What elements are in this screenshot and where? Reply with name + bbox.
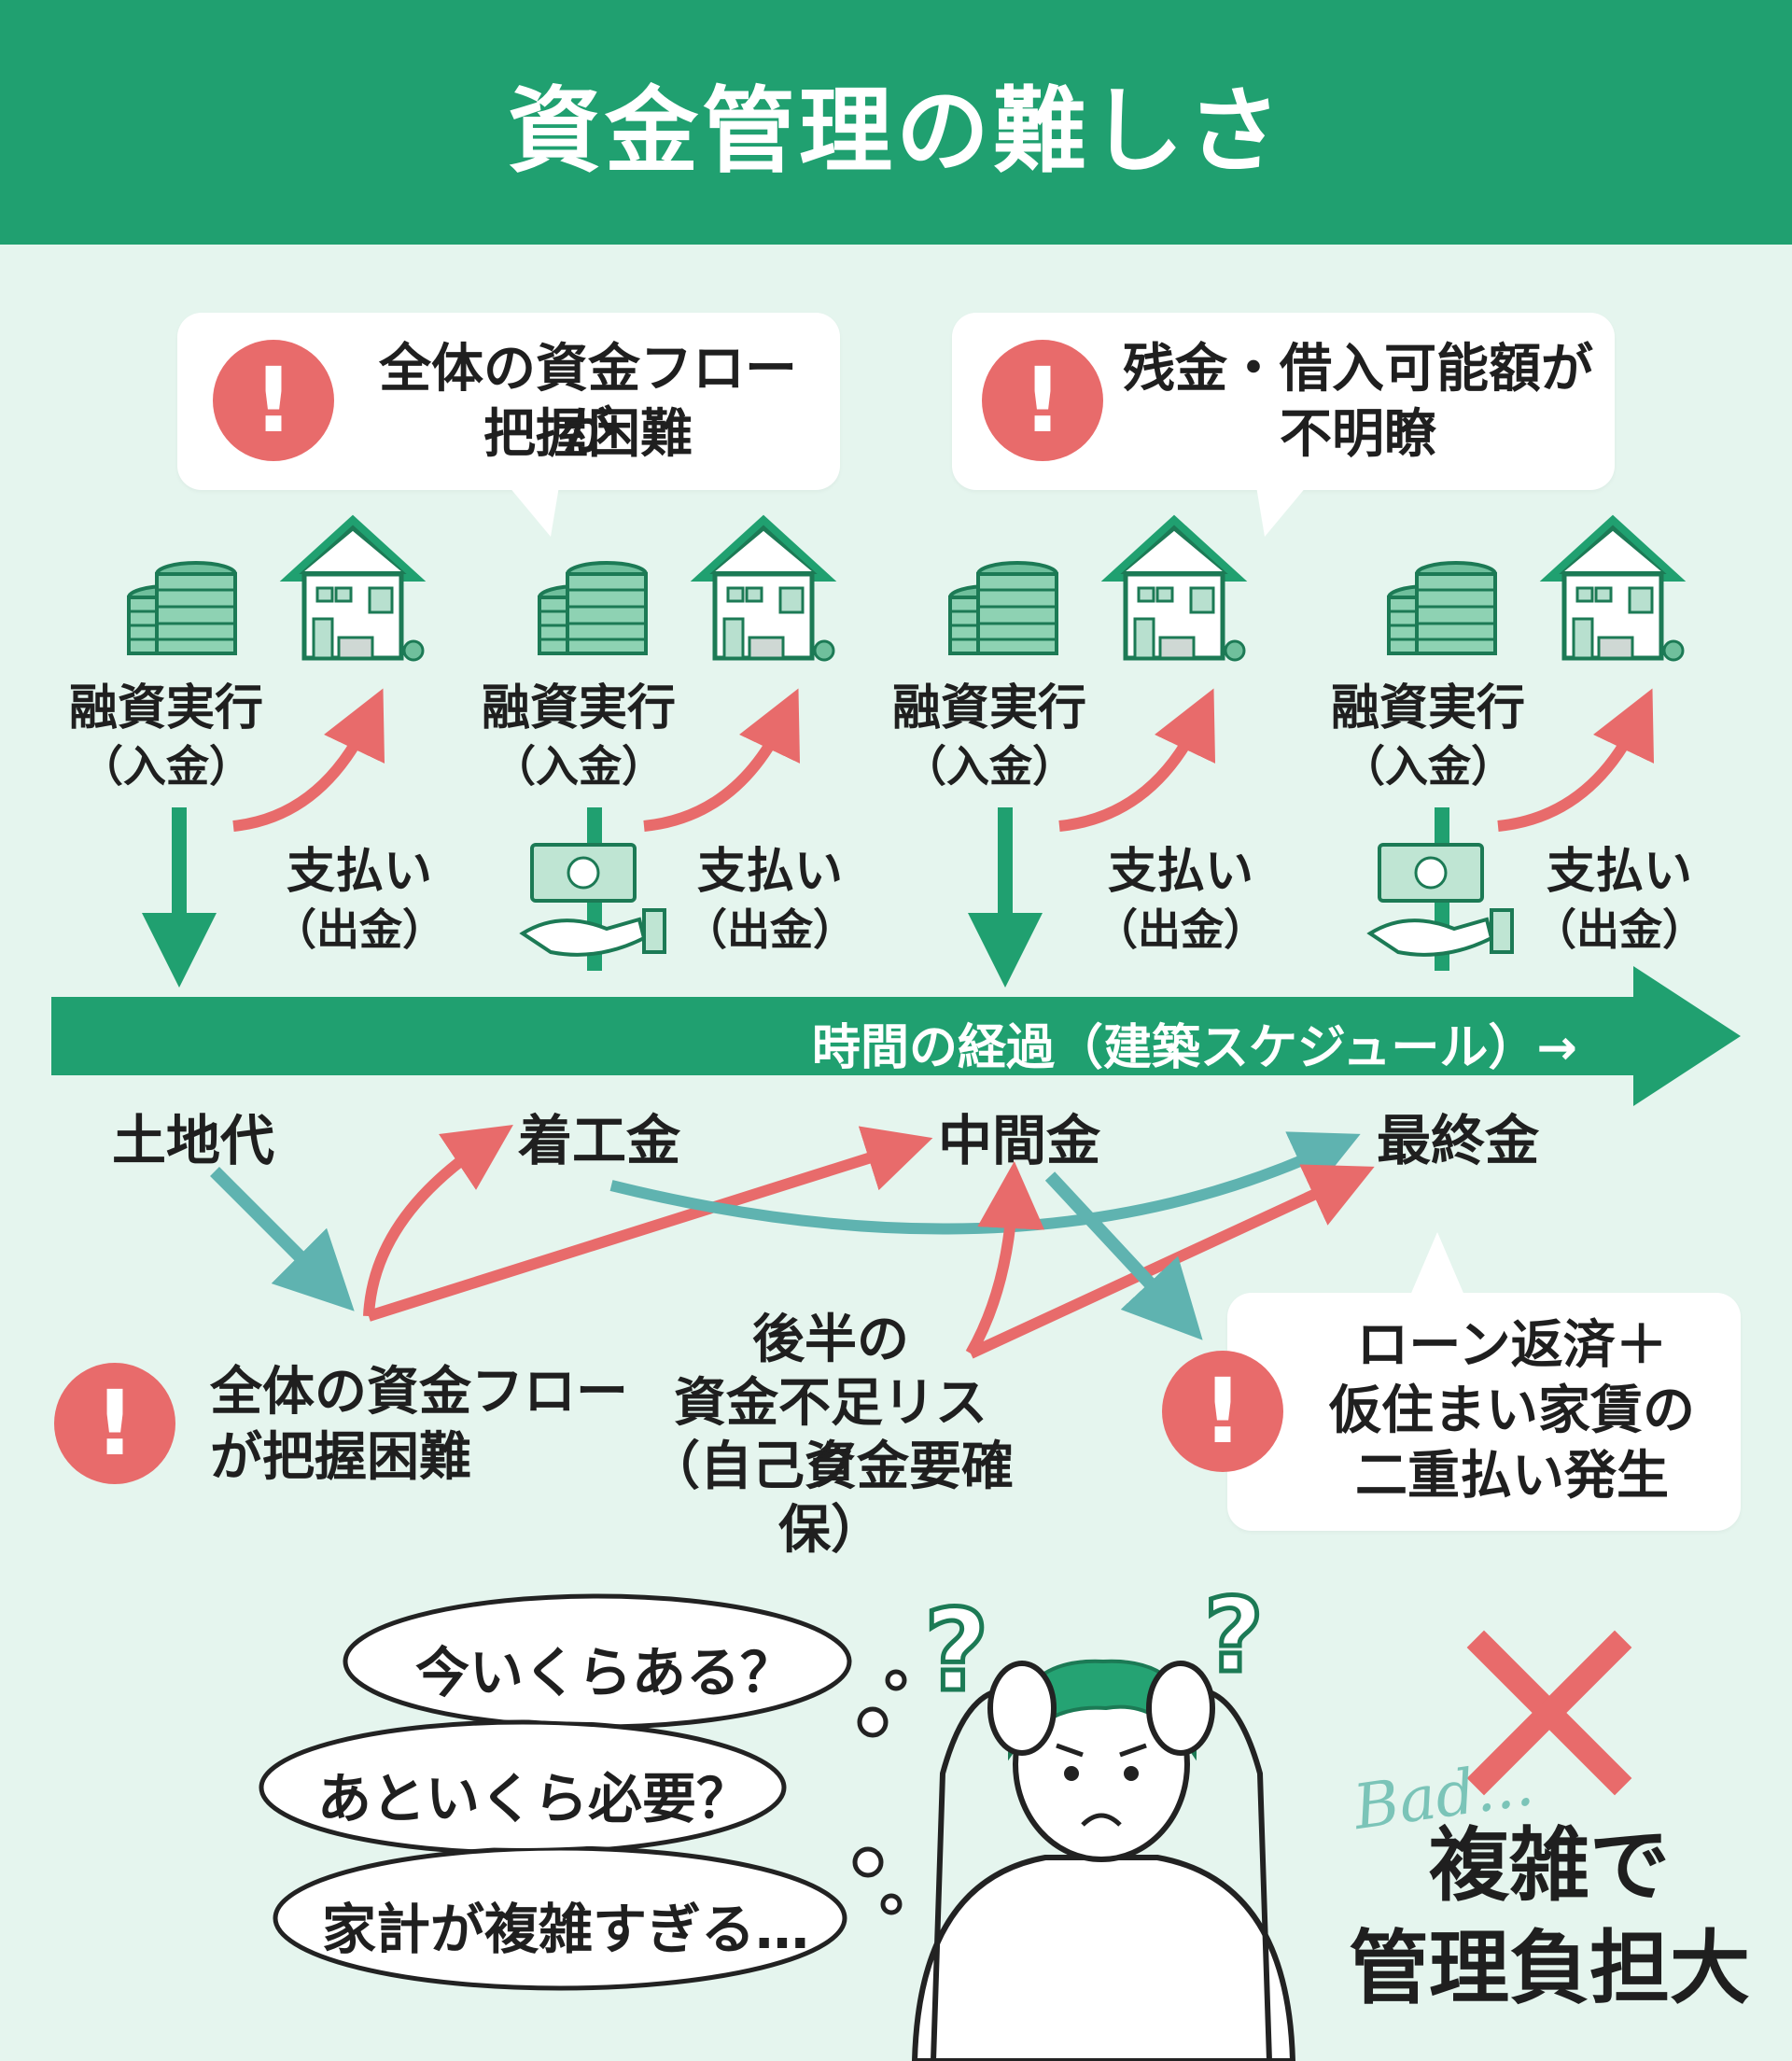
alert-flow2-line2: が把握困難 <box>210 1427 471 1488</box>
cash-hand-icon <box>1368 843 1514 957</box>
payment-sublabel: （出金） <box>273 904 445 955</box>
loan-label: 融資実行 <box>1330 680 1525 736</box>
title-banner: 資金管理の難しさ <box>0 0 1792 245</box>
red-x-icon <box>1466 1630 1632 1796</box>
double-payment-line2: 仮住まい家賃の <box>1329 1381 1695 1441</box>
alert-flow-line2: 把握困難 <box>483 404 693 465</box>
loan-label: 融資実行 <box>68 680 263 736</box>
alert-bubble-double-payment <box>1227 1293 1741 1531</box>
alert-balance-line2: 不明瞭 <box>1280 404 1436 465</box>
thought-text: 家計が複雑すぎる… <box>322 1898 810 1961</box>
bubble-tail <box>1409 1232 1465 1297</box>
payment-label: 支払い <box>1107 844 1253 900</box>
risk-line1: 後半の <box>752 1310 909 1370</box>
coins-icon <box>1387 561 1497 655</box>
timeline-label: 時間の経過（建築スケジュール）→ <box>812 1020 1577 1076</box>
risk-line2: 資金不足リスク <box>674 1373 987 1497</box>
alert-flow-line1: 全体の資金フローが <box>379 339 797 463</box>
payment-label: 支払い <box>1546 844 1692 900</box>
payment-sublabel: （出金） <box>1095 904 1267 955</box>
stage-middle: 中間金 <box>938 1109 1101 1172</box>
question-mark-icon: ? <box>924 1587 989 1717</box>
loan-sublabel: （入金） <box>80 741 252 792</box>
house-icon <box>700 520 833 660</box>
house-icon <box>1549 520 1683 660</box>
loan-label: 融資実行 <box>481 680 676 736</box>
thought-text: 今いくらある？ <box>415 1641 795 1704</box>
exclamation-icon: ! <box>982 340 1103 461</box>
double-payment-line1: ローン返済＋ <box>1356 1315 1668 1376</box>
loan-sublabel: （入金） <box>903 741 1075 792</box>
payment-label: 支払い <box>286 844 432 900</box>
risk-line3: （自己資金要確保） <box>648 1437 1014 1561</box>
payment-label: 支払い <box>696 844 843 900</box>
double-payment-line3: 二重払い発生 <box>1355 1446 1669 1507</box>
timeline-arrow <box>51 966 1741 1106</box>
payment-sublabel: （出金） <box>684 904 856 955</box>
payment-sublabel: （出金） <box>1533 904 1705 955</box>
page-title: 資金管理の難しさ <box>508 76 1284 186</box>
conclusion-line2: 管理負担大 <box>1349 1922 1750 2015</box>
stage-final: 最終金 <box>1377 1109 1540 1172</box>
cash-hand-icon <box>521 843 666 957</box>
coins-icon <box>948 561 1058 655</box>
loan-sublabel: （入金） <box>493 741 665 792</box>
coins-icon <box>127 561 237 655</box>
worried-person-icon <box>911 1659 1296 2061</box>
bubble-tail <box>1255 481 1311 537</box>
alert-balance-line1: 残金・借入可能額が <box>1123 339 1593 400</box>
coins-icon <box>538 561 648 655</box>
alert-flow2-line1: 全体の資金フロー <box>210 1362 628 1423</box>
bubble-tail <box>504 481 560 537</box>
stage-start: 着工金 <box>518 1109 681 1172</box>
loan-label: 融資実行 <box>891 680 1086 736</box>
house-icon <box>289 520 423 660</box>
exclamation-icon: ! <box>54 1363 175 1484</box>
exclamation-icon: ! <box>1162 1351 1283 1472</box>
question-mark-icon: ? <box>1204 1576 1264 1695</box>
conclusion-line1: 複雑で <box>1429 1819 1670 1913</box>
stage-land: 土地代 <box>112 1109 275 1172</box>
exclamation-icon: ! <box>213 340 334 461</box>
thought-text: あといくら必要？ <box>317 1767 751 1830</box>
house-icon <box>1111 520 1244 660</box>
loan-sublabel: （入金） <box>1342 741 1514 792</box>
